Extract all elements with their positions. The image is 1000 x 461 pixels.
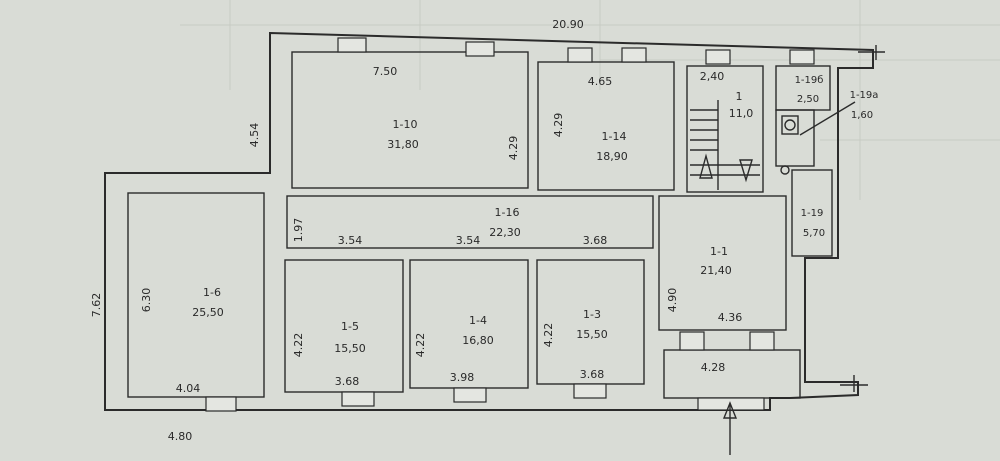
- room-1-1-area: 21,40: [700, 264, 732, 277]
- room-1-14-width: 4.65: [588, 75, 613, 88]
- staircase: [690, 100, 760, 190]
- room-1-6-outline: [127, 192, 265, 398]
- overall-left-height: 7.62: [90, 293, 103, 318]
- room-1-5-area: 15,50: [334, 342, 366, 355]
- section-markers: [840, 45, 885, 392]
- room-1-4-depth: 4.22: [414, 333, 427, 358]
- room-1-6-width: 4.04: [176, 382, 201, 395]
- room-1-4-area: 16,80: [462, 334, 494, 347]
- room-1-3-width: 3.68: [580, 368, 605, 381]
- room-1-1-depth: 4.90: [666, 288, 679, 313]
- room-1-5-width: 3.68: [335, 375, 360, 388]
- room-1-outline: [686, 65, 764, 193]
- labels: 20.90 7.62 4.80 4.54 7.50 1-10 31,80 4.2…: [90, 18, 878, 443]
- room-1-6-depth: 6.30: [140, 288, 153, 313]
- room-1-6-id: 1-6: [203, 286, 221, 299]
- room-1-19-area: 5,70: [803, 228, 825, 239]
- room-1-16-depth: 1.97: [292, 218, 305, 243]
- room-1-14-id: 1-14: [602, 130, 627, 143]
- room-1-14-area: 18,90: [596, 150, 628, 163]
- room-1-19b-id: 1-19б: [795, 75, 824, 86]
- room-1-19a-id: 1-19а: [850, 90, 879, 101]
- room-1-16-outline: [286, 195, 654, 249]
- room-1-10-depth: 4.29: [507, 136, 520, 161]
- room-1-10-id: 1-10: [393, 118, 418, 131]
- room-1-16-seg3: 3.68: [583, 234, 608, 247]
- overall-width: 20.90: [552, 18, 584, 31]
- room-1-4-width: 3.98: [450, 371, 475, 384]
- room-1-19a-area: 1,60: [851, 110, 873, 121]
- room-1-id: 1: [736, 90, 743, 103]
- vestibule-width: 4.28: [701, 361, 726, 374]
- overall-upper-left: 4.54: [248, 123, 261, 148]
- room-1-14-outline: [537, 61, 675, 191]
- building-outline: [104, 31, 874, 411]
- room-1-1-width: 4.36: [718, 311, 743, 324]
- room-1-16-seg2: 3.54: [456, 234, 481, 247]
- room-1-3-depth: 4.22: [542, 323, 555, 348]
- room-1-10-width: 7.50: [373, 65, 398, 78]
- toilet-fixtures: [780, 101, 856, 175]
- room-1-5-id: 1-5: [341, 320, 359, 333]
- room-1-5-depth: 4.22: [292, 333, 305, 358]
- room-1-1-id: 1-1: [710, 245, 728, 258]
- room-1-10-area: 31,80: [387, 138, 419, 151]
- room-1-19-id: 1-19: [801, 208, 824, 219]
- entrance-arrow: [722, 401, 738, 455]
- room-1-3-id: 1-3: [583, 308, 601, 321]
- room-1-1-outline: [658, 195, 787, 331]
- room-1-area: 11,0: [729, 107, 754, 120]
- room-1-19a-outline: [775, 109, 815, 167]
- room-1-4-id: 1-4: [469, 314, 487, 327]
- room-1-19-outline: [791, 169, 833, 257]
- room-1-3-outline: [536, 259, 645, 385]
- vestibule-outline: [663, 349, 801, 399]
- room-1-14-depth: 4.29: [552, 113, 565, 138]
- room-1-16-seg1: 3.54: [338, 234, 363, 247]
- room-1-width: 2,40: [700, 70, 725, 83]
- room-1-16-area: 22,30: [489, 226, 521, 239]
- room-1-3-area: 15,50: [576, 328, 608, 341]
- overall-bottom-left: 4.80: [168, 430, 193, 443]
- room-1-16-id: 1-16: [495, 206, 520, 219]
- room-1-10-outline: [291, 51, 529, 189]
- room-1-6-area: 25,50: [192, 306, 224, 319]
- room-1-19b-area: 2,50: [797, 94, 819, 105]
